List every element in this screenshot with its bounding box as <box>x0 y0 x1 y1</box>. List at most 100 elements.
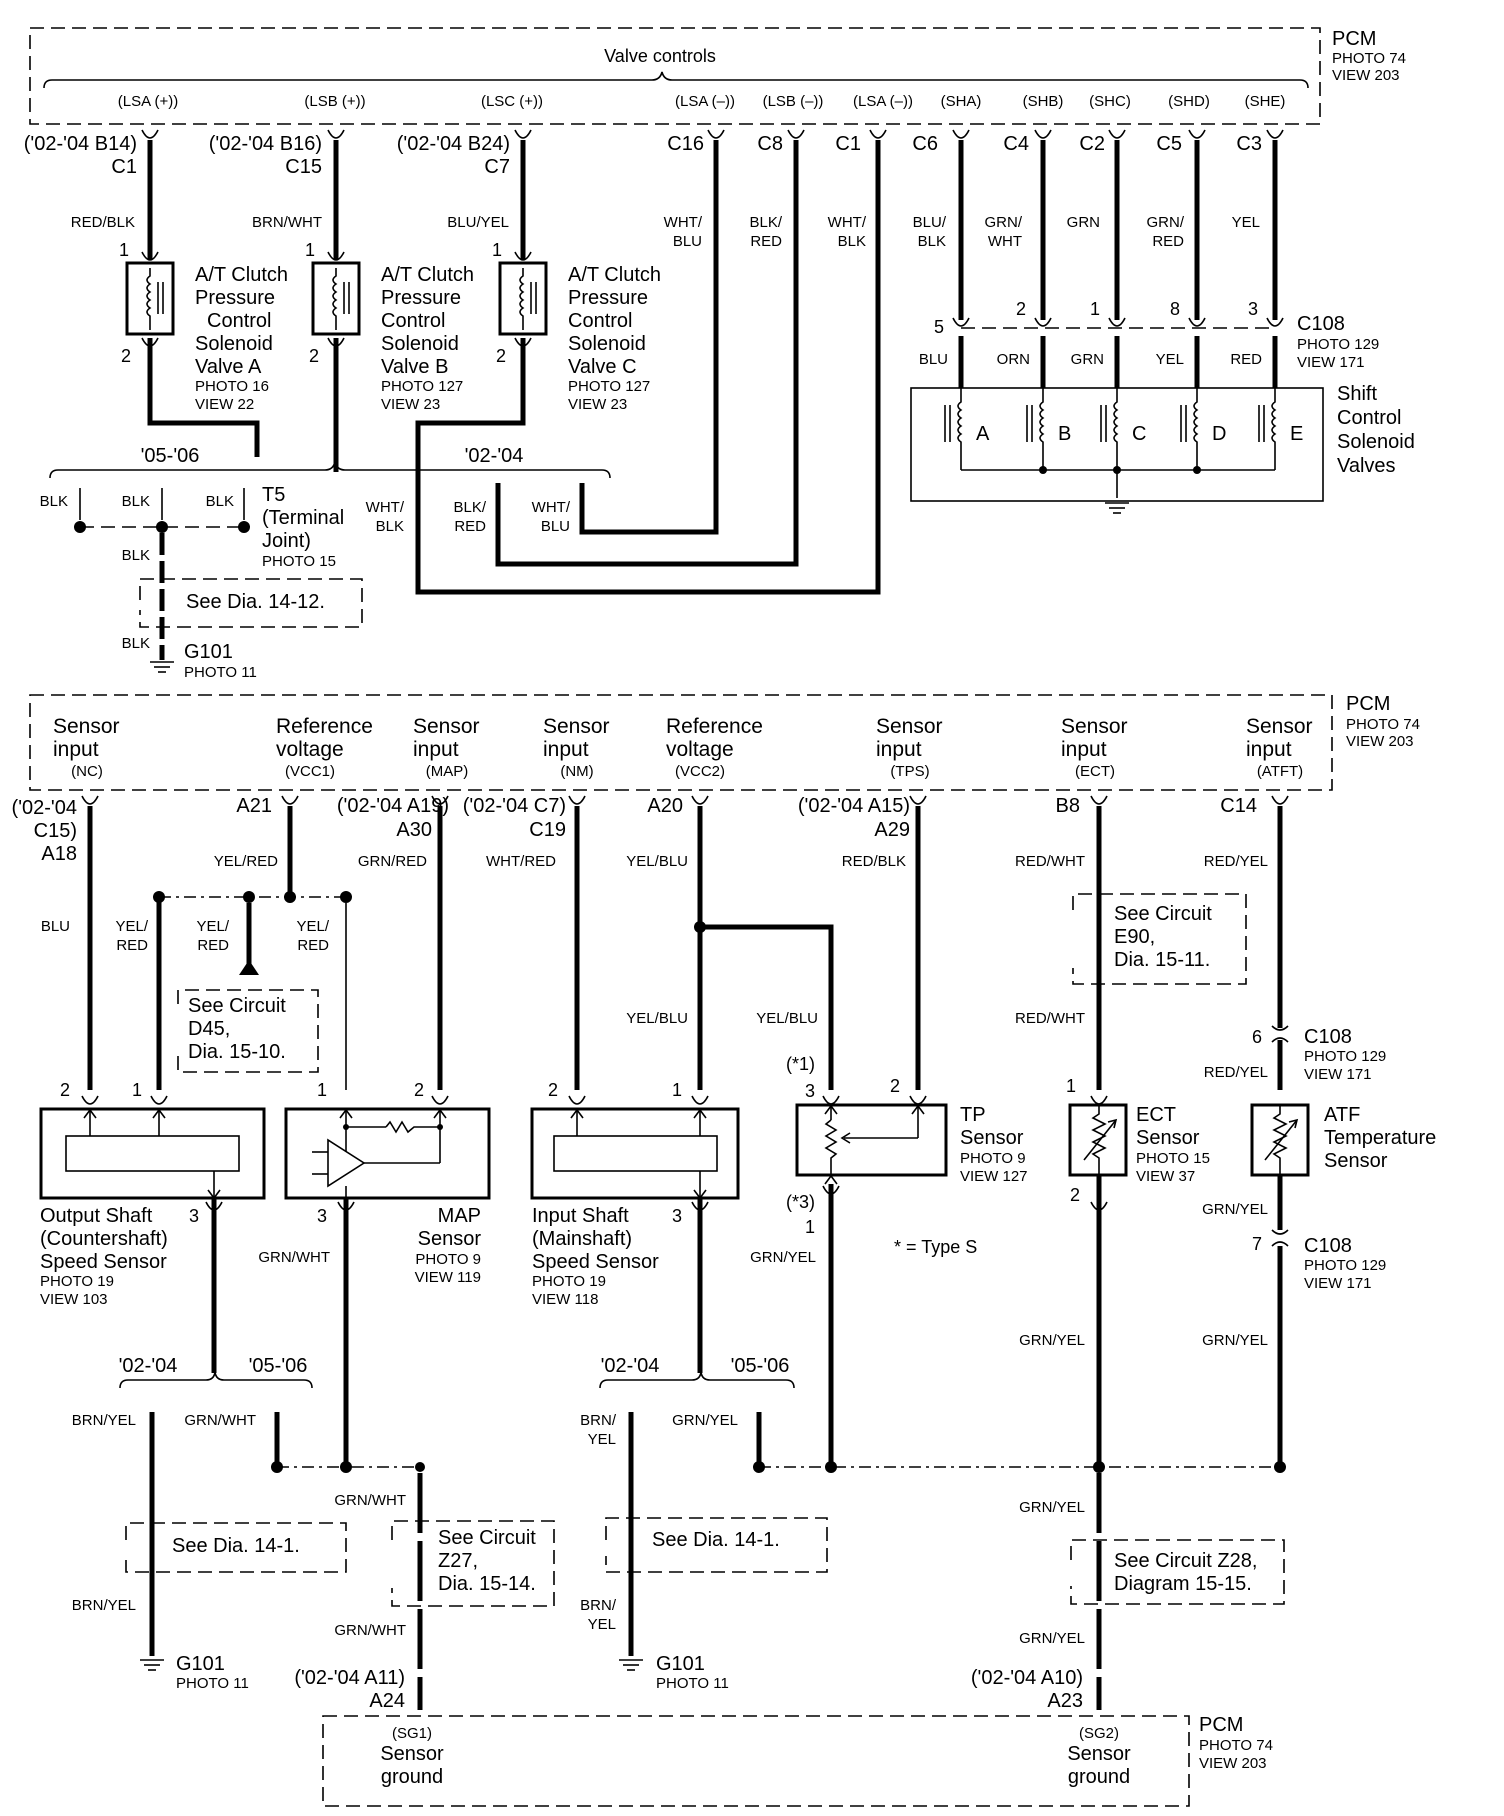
pcm-top-title: PCM <box>1332 28 1376 50</box>
pcm-signal-label: input <box>543 738 589 761</box>
connector-pin: 6 <box>1252 1027 1262 1047</box>
see-circuit-note: See Circuit <box>1114 903 1212 925</box>
pin-year: ('02-'04 B16) <box>209 133 322 155</box>
wire-label: GRN/YEL <box>750 1249 816 1266</box>
wire-label: RED/WHT <box>1015 1010 1085 1027</box>
pin-number: 2 <box>121 346 131 366</box>
pin-sig: (SHB) <box>1023 93 1064 110</box>
wire-label: GRN <box>1067 214 1100 231</box>
wire-label: BLU/YEL <box>447 214 509 231</box>
wire-label: RED/WHT <box>1015 853 1085 870</box>
pin-code: A30 <box>396 819 432 841</box>
sg-label: ground <box>381 1766 443 1788</box>
vcc1-splice: See Circuit D45, Dia. 15-10. <box>153 891 352 1090</box>
wire-label: GRN/YEL <box>1202 1201 1268 1218</box>
pcm-signal-label: input <box>1061 738 1107 761</box>
pcm-mid-signal-labels: Sensorinput(NC)Referencevoltage(VCC1)Sen… <box>53 715 1313 780</box>
wire-label: RED <box>454 518 486 535</box>
pcm-signal-label: Sensor <box>1246 715 1313 738</box>
pcm-signal-label: (VCC1) <box>285 763 335 780</box>
e90-note: See Circuit E90, Dia. 15-11. <box>1072 893 1247 985</box>
lower-wires <box>149 1175 1283 1710</box>
pcm-top-view: VIEW 203 <box>1332 67 1400 84</box>
year-label: '02-'04 <box>601 1355 660 1377</box>
pin-code: A23 <box>1047 1690 1083 1712</box>
see-circuit-note: Dia. 15-11. <box>1114 949 1210 971</box>
t5-label: (Terminal <box>262 507 344 529</box>
pin-code: C7 <box>484 156 510 178</box>
type-s-note: (*1) <box>786 1054 815 1074</box>
sg-label: ground <box>1068 1766 1130 1788</box>
wire-label: GRN/YEL <box>1019 1332 1085 1349</box>
ground-photo: PHOTO 11 <box>656 1675 729 1692</box>
sensor-photo: PHOTO 19 <box>40 1273 114 1290</box>
sensor-label: (Mainshaft) <box>532 1228 632 1250</box>
wire-label: GRN/WHT <box>334 1622 406 1639</box>
pin-year: ('02-'04 A11) <box>294 1667 405 1689</box>
shift-label: Shift <box>1337 383 1377 405</box>
solenoid-label: Solenoid <box>381 333 459 355</box>
pin-code: B8 <box>1056 795 1080 817</box>
lower-year-brackets: '02-'04 '05-'06 '02-'04 '05-'06 <box>119 1355 795 1389</box>
sg-label: (SG1) <box>392 1725 432 1742</box>
pin-number: 2 <box>548 1080 558 1100</box>
coil <box>1271 388 1277 470</box>
pin-code: C2 <box>1079 133 1105 155</box>
ground-label: G101 <box>656 1653 705 1675</box>
sensor-view: VIEW 103 <box>40 1291 108 1308</box>
c108-view: VIEW 171 <box>1304 1275 1372 1292</box>
wire-label: BLK <box>206 493 234 510</box>
clutch-solenoid-b: 1 2 A/T Clutch Pressure Control Solenoid… <box>305 240 474 413</box>
shift-solenoid-block: 5 2 1 8 3 C108 PHOTO 129 VIEW 171 BLU OR… <box>910 299 1415 514</box>
sensor-terminal <box>81 1095 99 1105</box>
wire-label: BRN/WHT <box>252 214 322 231</box>
pcm-signal-label: Sensor <box>876 715 943 738</box>
map-sensor: 1 2 3 MAP Sensor PHOTO 9 VIEW 119 <box>284 1080 491 1286</box>
wire-label: BRN/ <box>580 1597 617 1614</box>
sensor-terminal <box>691 1095 709 1105</box>
pin-terminal <box>431 795 449 805</box>
pin-terminal <box>787 129 805 139</box>
pin-code: A29 <box>874 819 910 841</box>
see-circuit-note: Dia. 15-10. <box>188 1041 286 1063</box>
pcm-signal-label: input <box>413 738 459 761</box>
c108-view: VIEW 171 <box>1304 1066 1372 1083</box>
pin-sig: (LSA (–)) <box>675 93 735 110</box>
pin-year: C15) <box>34 820 77 842</box>
pin-code: C8 <box>757 133 783 155</box>
pcm-signal-label: Reference <box>666 715 763 738</box>
wire-label: BLU <box>541 518 570 535</box>
wire-label: BLK <box>122 493 150 510</box>
sensor-label: MAP <box>438 1205 481 1227</box>
wire-label: BLK/ <box>749 214 782 231</box>
pin-terminal <box>514 129 532 139</box>
type-s-note: (*3) <box>786 1192 815 1212</box>
see-circuit-note: See Circuit <box>438 1527 536 1549</box>
sensor-label: Temperature <box>1324 1127 1436 1149</box>
pcm-signal-label: Sensor <box>53 715 120 738</box>
pin-terminal <box>707 129 725 139</box>
pin-terminal <box>81 795 99 805</box>
ground-label: G101 <box>176 1653 225 1675</box>
connector-pin: 1 <box>1090 299 1100 319</box>
top-wire-labels: RED/BLK BRN/WHT BLU/YEL WHT/ BLU BLK/ RE… <box>71 214 1260 250</box>
connector-pin: 8 <box>1170 299 1180 319</box>
pin-year: ('02-'04 B24) <box>397 133 510 155</box>
sensor-label: ATF <box>1324 1104 1360 1126</box>
connector-pin: 7 <box>1252 1234 1262 1254</box>
see-circuit-note: Diagram 15-15. <box>1114 1573 1252 1595</box>
pcm-signal-label: input <box>1246 738 1292 761</box>
coil-letter: D <box>1212 423 1226 445</box>
wire-label: WHT/ <box>828 214 867 231</box>
pin-terminal <box>952 129 970 139</box>
pin-number: 1 <box>305 240 315 260</box>
atf-temperature-sensor: ATF Temperature Sensor <box>1250 1103 1436 1177</box>
pin-number: 1 <box>317 1080 327 1100</box>
wire-label: GRN/ <box>1147 214 1185 231</box>
pin-terminal <box>691 795 709 805</box>
pin-number: 2 <box>309 346 319 366</box>
sensor-label: Input Shaft <box>532 1205 629 1227</box>
ground-photo: PHOTO 11 <box>184 664 257 681</box>
solenoid-label: Control <box>207 310 271 332</box>
shift-label: Valves <box>1337 455 1396 477</box>
